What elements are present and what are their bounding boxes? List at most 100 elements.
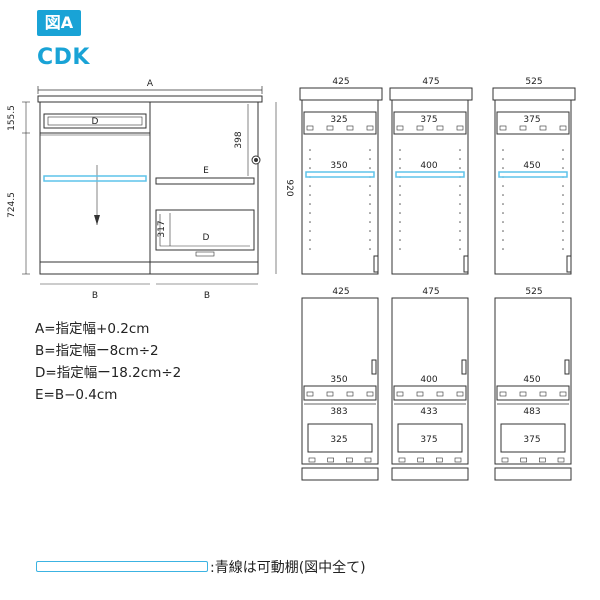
upper-drawer (496, 385, 570, 401)
bottom-variant-mid-dim: 433 (420, 407, 437, 417)
pin-hole (502, 248, 504, 250)
pin-hole (369, 230, 371, 232)
hardware-icon (398, 457, 406, 463)
pin-hole (309, 167, 311, 169)
hardware-icon (559, 125, 567, 131)
bottom-variant-upper-dim: 400 (420, 375, 437, 385)
main-drawer-label: D (92, 117, 99, 127)
bottom-variant-525: 525 450 483 375 (494, 287, 572, 481)
hardware-icon (417, 457, 424, 463)
hardware-icon (396, 391, 404, 397)
main-bottom-left-label: B (92, 291, 98, 301)
plinth (391, 467, 469, 481)
pin-hole (309, 158, 311, 160)
hardware-icon (454, 457, 462, 463)
bottom-variant-width: 525 (525, 287, 542, 297)
movable-shelf (305, 171, 375, 178)
pin-hole (309, 239, 311, 241)
pin-hole (399, 203, 401, 205)
hardware-icon (346, 391, 354, 397)
figure-label-badge: 図A (37, 10, 81, 36)
bottom-variant-mid-dim: 483 (523, 407, 540, 417)
pin-hole (562, 194, 564, 196)
handle-icon (564, 359, 570, 375)
top-variant-drawer-dim: 325 (330, 115, 347, 125)
cabinet-body (494, 297, 572, 465)
pin-hole (459, 239, 461, 241)
pin-hole (309, 212, 311, 214)
handle-icon (371, 359, 377, 375)
pin-hole (369, 185, 371, 187)
hardware-icon (416, 125, 424, 131)
top-variant-width: 475 (422, 77, 439, 87)
main-right-height-lower: 317 (157, 220, 167, 237)
pin-hole (399, 212, 401, 214)
top-variant-shelf-dim: 450 (523, 161, 540, 171)
hardware-icon (436, 457, 443, 463)
pin-hole (459, 221, 461, 223)
movable-shelf (498, 171, 568, 178)
lower-drawer (397, 423, 463, 453)
hardware-icon (436, 391, 444, 397)
cabinet-body (301, 99, 379, 275)
pin-hole (399, 149, 401, 151)
hardware-icon (499, 125, 507, 131)
top-variant-width: 425 (332, 77, 349, 87)
hardware-icon (557, 457, 565, 463)
bottom-variant-upper-dim: 450 (523, 375, 540, 385)
movable-shelf-main (43, 175, 147, 182)
hardware-icon (396, 125, 404, 131)
leg (373, 255, 379, 273)
upper-drawer (393, 385, 467, 401)
bottom-variant-width: 425 (332, 287, 349, 297)
top-variant-width: 525 (525, 77, 542, 87)
pin-hole (459, 230, 461, 232)
hardware-icon (327, 457, 334, 463)
top-variant-shelf-dim: 400 (420, 161, 437, 171)
main-right-height-upper: 398 (234, 131, 244, 148)
hardware-icon (539, 125, 547, 131)
pin-hole (562, 167, 564, 169)
pin-hole (459, 158, 461, 160)
handle-icon (461, 359, 467, 375)
pin-hole (459, 248, 461, 250)
formula-d: D=指定幅ー18.2cm÷2 (35, 365, 182, 381)
bottom-variant-lower-dim: 375 (523, 435, 540, 445)
cabinet-body (301, 297, 379, 465)
pin-hole (459, 194, 461, 196)
cabinet-body (391, 297, 469, 465)
formula-a: A=指定幅+0.2cm (35, 321, 150, 337)
bottom-variant-width: 475 (422, 287, 439, 297)
pin-hole (369, 239, 371, 241)
hardware-icon (366, 125, 374, 131)
leg (566, 255, 572, 273)
figure-label: 図A (44, 13, 74, 32)
hardware-icon (559, 391, 567, 397)
pin-hole (562, 221, 564, 223)
hardware-icon (539, 391, 547, 397)
hardware-icon (456, 391, 464, 397)
pin-hole (562, 185, 564, 187)
main-bottom-right-label: B (204, 291, 210, 301)
hardware-icon (519, 391, 527, 397)
hardware-icon (366, 391, 374, 397)
top-variant-drawer-dim: 375 (420, 115, 437, 125)
pin-hole (369, 212, 371, 214)
pin-hole (369, 167, 371, 169)
pin-hole (369, 221, 371, 223)
drawer-frame (393, 111, 467, 135)
cabinet-body (391, 99, 469, 275)
pin-hole (562, 158, 564, 160)
formula-e: E=B−0.4cm (35, 387, 118, 403)
hardware-icon (364, 457, 372, 463)
hardware-icon (456, 125, 464, 131)
pin-hole (309, 221, 311, 223)
hardware-icon (308, 457, 316, 463)
main-height-top: 155.5 (7, 105, 17, 131)
